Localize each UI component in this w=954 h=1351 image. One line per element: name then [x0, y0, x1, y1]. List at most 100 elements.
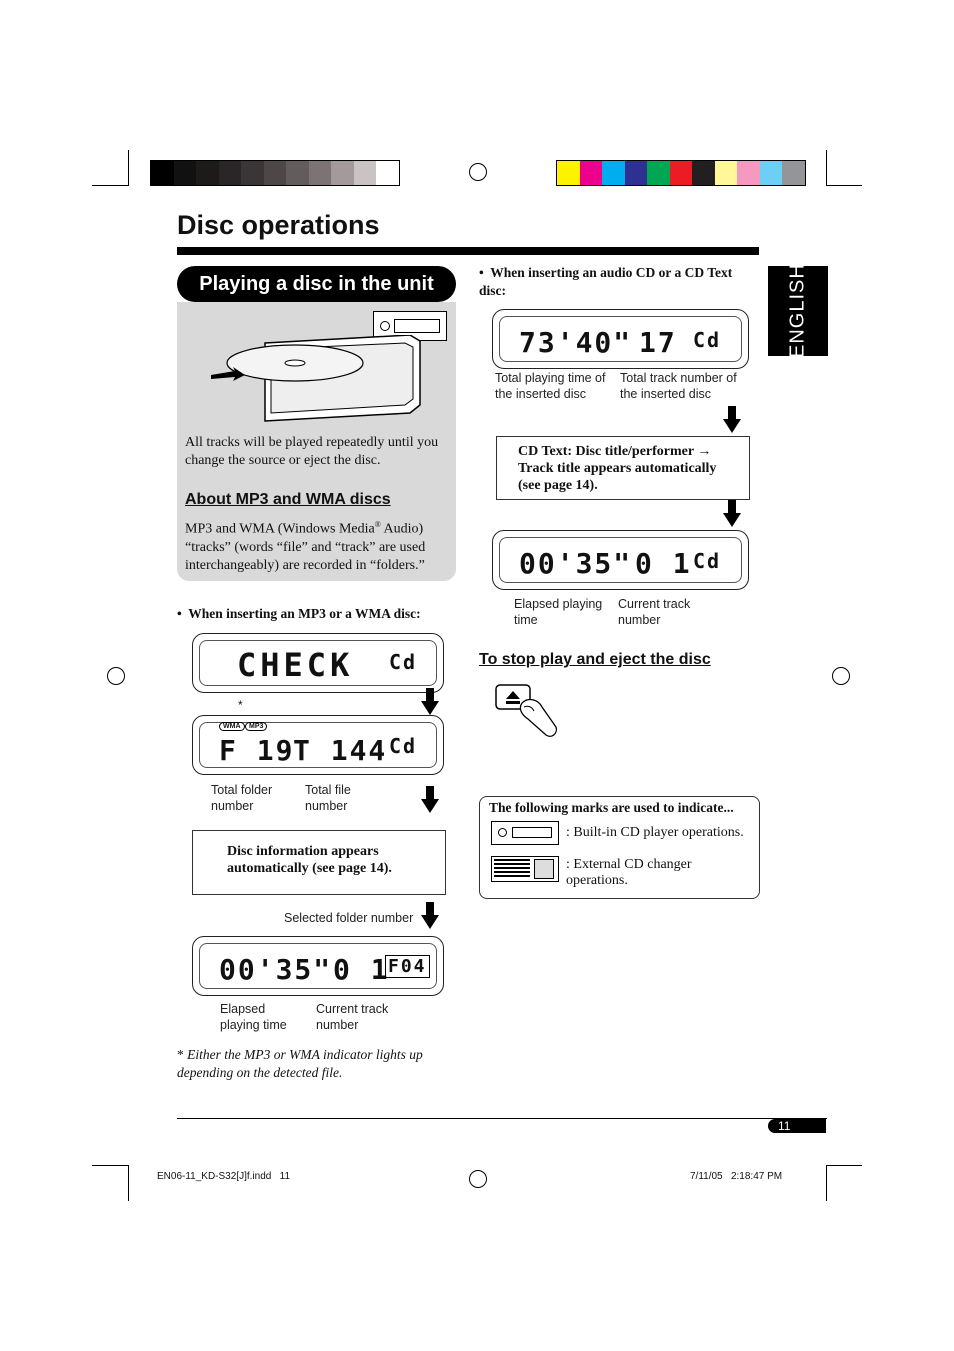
grayscale-bar [150, 160, 400, 186]
label-total-track: Total track number of the inserted disc [620, 371, 737, 401]
footer-rule [177, 1118, 827, 1119]
arrow-down-icon [426, 786, 434, 800]
label-elapsed: Elapsed playing time [514, 597, 603, 627]
label-current-track: Current track number [316, 1002, 389, 1032]
label-selected-folder: Selected folder number [284, 911, 414, 925]
registration-mark-icon [469, 1170, 487, 1188]
color-swatch [669, 161, 693, 185]
registration-mark-icon [107, 667, 125, 685]
timestamp: 7/11/05 2:18:47 PM [690, 1171, 783, 1182]
mp3-indicator: MP3 [245, 722, 268, 731]
color-swatch [263, 161, 287, 185]
cd-flow-heading: • When inserting an audio CD or a CD Tex… [479, 265, 733, 298]
lcd-display-folder-file: WMA MP3 F 19 T 144 Cd [192, 715, 444, 775]
arrow-down-icon [723, 419, 741, 433]
lcd-right-text: Cd [389, 650, 418, 674]
arrow-down-icon [426, 902, 434, 916]
about-text: MP3 and WMA (Windows Media® Audio) “trac… [185, 520, 426, 573]
color-swatch [692, 161, 715, 185]
arrow-down-icon [723, 513, 741, 527]
marks-box [479, 796, 760, 899]
color-swatch [714, 161, 738, 185]
color-swatch [647, 161, 670, 185]
footnote: * Either the MP3 or WMA indicator lights… [177, 1047, 423, 1080]
label-current-track: Current track number [618, 597, 691, 627]
marks-title: The following marks are used to indicate… [489, 800, 734, 815]
page-number: 11 [768, 1119, 826, 1133]
lcd-main-text: CHECK [237, 646, 354, 684]
lcd-right-text: F04 [385, 955, 430, 978]
color-swatch [353, 161, 377, 185]
lcd-time-text: 73'40" [519, 326, 633, 359]
page-title: Disc operations [177, 210, 380, 240]
lcd-display-mp3-play: 00'35" 0 1 F04 [192, 936, 444, 996]
crop-mark [826, 150, 827, 186]
language-tab: ENGLISH [768, 264, 828, 358]
label-elapsed: Elapsed playing time [220, 1002, 287, 1032]
color-swatch [782, 161, 805, 185]
crop-mark [128, 1165, 129, 1201]
about-heading: About MP3 and WMA discs [185, 491, 391, 508]
eject-button-illustration [495, 684, 558, 737]
crop-mark [92, 1165, 128, 1166]
lcd-display-cd-play: 00'35" 0 1 Cd [492, 530, 749, 590]
crop-mark [92, 185, 128, 186]
builtin-label: : Built-in CD player operations. [566, 825, 744, 840]
asterisk-mark: * [238, 698, 243, 712]
section-heading: Playing a disc in the unit [177, 266, 456, 302]
lcd-track-text: 0 1 [635, 547, 692, 580]
disc-insert-illustration [211, 335, 421, 422]
crop-mark [826, 1165, 827, 1201]
color-swatch [308, 161, 332, 185]
lcd-right-text: Cd [389, 734, 418, 758]
color-swatch [331, 161, 354, 185]
file-name: EN06-11_KD-S32[J]f.indd 11 [157, 1171, 291, 1182]
mp3-info-box: Disc information appears automatically (… [192, 830, 446, 895]
arrow-down-icon [421, 915, 439, 929]
lcd-display-check: CHECK Cd [192, 633, 444, 693]
lcd-right-text: Cd [693, 328, 722, 352]
color-swatch [602, 161, 625, 185]
color-swatch [173, 161, 197, 185]
lcd-display-cd-total: 73'40" 17 Cd [492, 309, 749, 369]
color-swatch [286, 161, 309, 185]
crop-mark [128, 150, 129, 186]
color-swatch [376, 161, 399, 185]
external-changer-mark-icon [491, 856, 559, 882]
arrow-down-icon [728, 406, 736, 420]
arrow-down-icon [421, 701, 439, 715]
lcd-time-text: 00'35" [219, 953, 333, 986]
builtin-cd-mark-icon [491, 821, 559, 845]
lcd-time-text: 00'35" [519, 547, 633, 580]
color-bar [556, 160, 806, 186]
color-swatch [151, 161, 174, 185]
color-swatch [759, 161, 783, 185]
stop-heading: To stop play and eject the disc [479, 651, 711, 668]
wma-indicator: WMA [219, 722, 245, 731]
lcd-folder-text: F 19 [219, 734, 295, 767]
arrow-down-icon [728, 500, 736, 514]
title-rule [177, 247, 759, 255]
external-label: : External CD changer operations. [566, 857, 692, 888]
color-swatch [737, 161, 760, 185]
lcd-track-text: 17 [639, 326, 677, 359]
intro-text: All tracks will be played repeatedly unt… [185, 435, 439, 468]
color-swatch [241, 161, 264, 185]
label-total-folder: Total folder number [211, 783, 273, 813]
color-swatch [579, 161, 603, 185]
color-swatch [218, 161, 242, 185]
lcd-right-text: Cd [693, 549, 722, 573]
crop-mark [826, 185, 862, 186]
color-swatch [196, 161, 219, 185]
cd-text-info-box: CD Text: Disc title/performer → Track ti… [496, 436, 750, 500]
arrow-down-icon [426, 688, 434, 702]
color-swatch [624, 161, 648, 185]
color-swatch [557, 161, 580, 185]
registration-mark-icon [469, 163, 487, 181]
lcd-track-text: 0 1 [333, 953, 390, 986]
lcd-file-text: T 144 [293, 734, 388, 767]
label-total-file: Total file number [305, 783, 351, 813]
label-total-time: Total playing time of the inserted disc [495, 371, 606, 401]
crop-mark [826, 1165, 862, 1166]
arrow-down-icon [421, 799, 439, 813]
